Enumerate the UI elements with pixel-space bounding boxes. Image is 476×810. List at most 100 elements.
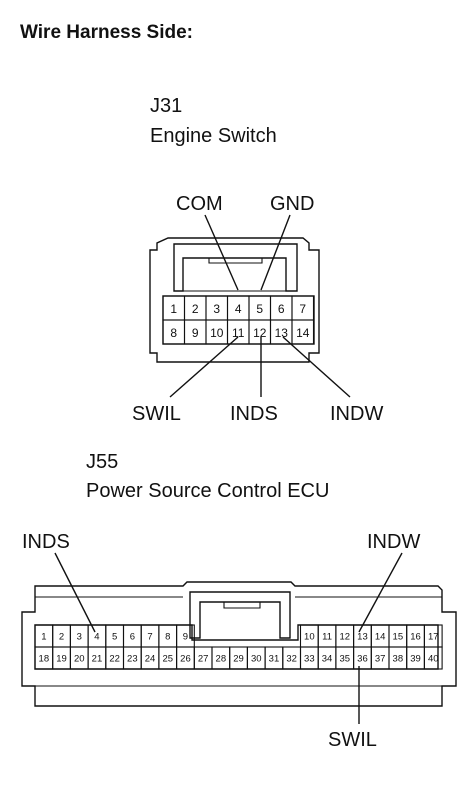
j55-pin-8: 8: [158, 624, 178, 648]
svg-text:10: 10: [210, 326, 224, 340]
svg-text:13: 13: [357, 632, 368, 643]
svg-text:22: 22: [109, 654, 120, 665]
j31-pin-11: 11: [226, 319, 250, 345]
j31-label-swil: SWIL: [132, 403, 181, 425]
svg-text:17: 17: [428, 632, 439, 643]
j55-pin-25: 25: [158, 646, 178, 670]
j31-pin-7: 7: [291, 295, 315, 321]
svg-text:1: 1: [41, 632, 46, 643]
j55-pin-15: 15: [388, 624, 408, 648]
j55-pin-4: 4: [87, 624, 107, 648]
j31-leader-lines: [169, 214, 351, 398]
svg-text:18: 18: [39, 654, 50, 665]
svg-text:40: 40: [428, 654, 439, 665]
j55-label-indw: INDW: [367, 531, 420, 553]
j55-pin-36: 36: [353, 646, 372, 670]
j31-pin-5: 5: [248, 295, 272, 321]
svg-text:5: 5: [112, 632, 117, 643]
svg-text:16: 16: [410, 632, 421, 643]
j31-label-com: COM: [176, 193, 223, 215]
svg-text:8: 8: [170, 326, 177, 340]
j55-pin-39: 39: [406, 646, 425, 670]
svg-text:11: 11: [322, 632, 332, 643]
j55-pin-34: 34: [317, 646, 337, 670]
svg-text:9: 9: [183, 632, 188, 643]
svg-text:31: 31: [269, 654, 280, 665]
svg-text:35: 35: [339, 654, 350, 665]
j31-label-inds: INDS: [230, 403, 278, 425]
j31-pin-1: 1: [162, 295, 186, 321]
svg-text:15: 15: [393, 632, 404, 643]
j55-pin-22: 22: [105, 646, 125, 670]
j55-label-swil: SWIL: [328, 729, 377, 751]
j55-pin-27: 27: [193, 646, 213, 670]
j55-pin-17: 17: [423, 624, 443, 648]
j55-code: J55: [86, 451, 118, 473]
svg-text:7: 7: [299, 302, 306, 316]
j55-pin-30: 30: [246, 646, 266, 670]
svg-text:4: 4: [94, 632, 99, 643]
j55-pin-11: 11: [317, 624, 337, 648]
svg-text:6: 6: [278, 302, 285, 316]
svg-text:23: 23: [127, 654, 138, 665]
j55-pin-28: 28: [211, 646, 231, 670]
j55-pin-33: 33: [299, 646, 319, 670]
svg-text:26: 26: [180, 654, 191, 665]
j31-label-indw: INDW: [330, 403, 383, 425]
j55-pin-24: 24: [140, 646, 160, 670]
j55-pin-21: 21: [87, 646, 107, 670]
svg-text:7: 7: [147, 632, 152, 643]
j55-pin-5: 5: [105, 624, 125, 648]
j31-connector-body: [149, 237, 320, 363]
j55-pin-40: 40: [423, 646, 443, 670]
j55-pin-2: 2: [52, 624, 71, 648]
svg-text:8: 8: [165, 632, 170, 643]
svg-text:2: 2: [59, 632, 64, 643]
j31-pin-12: 12: [248, 319, 272, 345]
j55-name: Power Source Control ECU: [86, 480, 329, 502]
j31-pin-3: 3: [205, 295, 229, 321]
svg-text:19: 19: [56, 654, 67, 665]
j55-pin-31: 31: [264, 646, 284, 670]
svg-text:36: 36: [357, 654, 368, 665]
j55-pin-1: 1: [34, 624, 54, 648]
svg-text:29: 29: [233, 654, 244, 665]
j55-pin-12: 12: [335, 624, 355, 648]
svg-text:34: 34: [322, 654, 333, 665]
svg-text:21: 21: [92, 654, 103, 665]
svg-text:25: 25: [162, 654, 173, 665]
j55-pin-18: 18: [34, 646, 54, 670]
j55-pin-26: 26: [176, 646, 195, 670]
j55-pin-19: 19: [52, 646, 71, 670]
j31-pin-2: 2: [183, 295, 207, 321]
svg-text:3: 3: [213, 302, 220, 316]
j55-pin-20: 20: [69, 646, 89, 670]
j55-leader-lines: [54, 552, 403, 724]
j55-pin-32: 32: [282, 646, 302, 670]
svg-text:38: 38: [393, 654, 404, 665]
j55-pin-3: 3: [69, 624, 89, 648]
svg-text:3: 3: [77, 632, 82, 643]
j31-pin-9: 9: [183, 319, 207, 345]
j55-pin-7: 7: [140, 624, 160, 648]
svg-text:2: 2: [192, 302, 199, 316]
j55-connector-body: [21, 581, 457, 707]
j55-label-inds: INDS: [22, 531, 70, 553]
svg-text:4: 4: [235, 302, 242, 316]
j55-pin-6: 6: [122, 624, 142, 648]
svg-text:27: 27: [198, 654, 209, 665]
svg-text:11: 11: [232, 326, 245, 340]
j55-pin-29: 29: [229, 646, 248, 670]
j31-pin-10: 10: [205, 319, 229, 345]
j31-pin-14: 14: [291, 319, 315, 345]
j55-pin-37: 37: [370, 646, 390, 670]
j31-label-gnd: GND: [270, 193, 314, 215]
svg-text:13: 13: [275, 326, 289, 340]
svg-text:24: 24: [145, 654, 156, 665]
svg-text:33: 33: [304, 654, 315, 665]
svg-text:14: 14: [375, 632, 386, 643]
j55-pin-14: 14: [370, 624, 390, 648]
